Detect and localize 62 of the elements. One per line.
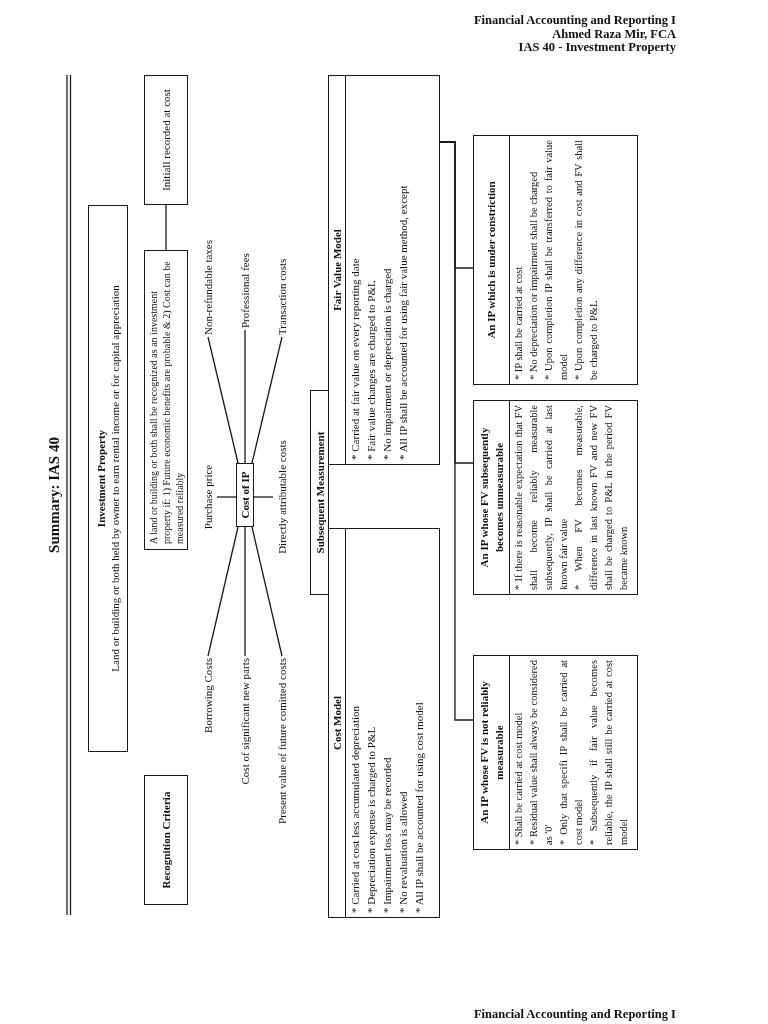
panel-heading: An IP whose FV subsequently becomes unmeasurable bbox=[476, 426, 506, 570]
bullet-text: * All IP shall be accounted for using cost model bbox=[412, 701, 426, 913]
box-text: Land or building or both held by owner to earn rental income or for capital appreciation bbox=[108, 285, 122, 672]
panel-heading: An IP which is under constriction bbox=[484, 181, 498, 339]
cost-item-label: Transaction costs bbox=[274, 258, 290, 335]
box-text: Cost of IP bbox=[238, 471, 252, 519]
header-text: Financial Accounting and Reporting I bbox=[473, 1008, 676, 1022]
model-panel bbox=[473, 655, 638, 850]
cost-item-label: Non-refundable taxes bbox=[200, 240, 216, 335]
page-title: Summary: IAS 40 bbox=[45, 437, 63, 553]
bullet-text: * Upon completion any difference in cost and FV shall be charged to P&L bbox=[572, 140, 600, 380]
process-box bbox=[144, 775, 188, 905]
model-panel bbox=[328, 528, 440, 918]
connector-line bbox=[439, 141, 474, 269]
header-text: Ahmed Raza Mir, FCA bbox=[552, 27, 676, 41]
bullet-text: * Only that specifi IP shall be carried at cost model bbox=[557, 660, 585, 845]
model-panel bbox=[473, 135, 638, 385]
connector-line bbox=[251, 336, 283, 464]
cost-item-label: Directly attributable costs bbox=[274, 440, 290, 554]
process-box bbox=[144, 75, 188, 205]
box-text: Subsequent Measurement bbox=[312, 431, 327, 554]
panel-heading: An IP whose FV is not reliably measurable bbox=[476, 680, 506, 826]
bullet-text: * Residual value shall always be considered as '0' bbox=[527, 660, 555, 845]
cost-item-label: Professional fees bbox=[237, 253, 253, 328]
cost-item-label: Purchase price bbox=[200, 464, 216, 530]
bullet-text: * IP shall be carried at cost bbox=[512, 265, 525, 380]
model-panel bbox=[473, 400, 638, 595]
panel-heading: Cost Model bbox=[329, 695, 344, 751]
connector-line bbox=[207, 336, 239, 464]
bullet-text: * Depreciation expense is charged to P&L bbox=[364, 725, 378, 913]
connector-line bbox=[207, 526, 239, 657]
box-text: Initiall recorded at cost bbox=[159, 89, 173, 191]
connector-line bbox=[244, 329, 246, 464]
bullet-text: * No depreciation or impairment shall be charged bbox=[527, 170, 540, 380]
header-text: Financial Accounting and Reporting I bbox=[473, 14, 676, 28]
connector-line bbox=[216, 496, 237, 498]
bullet-text: * Impairment loss may be recorded bbox=[380, 756, 394, 913]
bullet-text: * No impairment or depreciation is charged bbox=[380, 267, 394, 460]
bullet-text: * Shall be carried at cost model bbox=[512, 711, 525, 845]
bullet-text: * No revaluation is allowed bbox=[396, 790, 410, 913]
connector-line bbox=[251, 526, 283, 657]
connector-line bbox=[244, 526, 246, 657]
bullet-text: * Carried at cost less accumulated depreciation bbox=[348, 704, 362, 913]
connector-line bbox=[165, 204, 167, 251]
bullet-text: * Fair value changes are charged to P&L bbox=[364, 279, 378, 460]
panel-heading: Fair Value Model bbox=[329, 229, 344, 311]
box-text: A land or building or both shall be recognized as an investment property if: 1) Future economic benefits are probable & 2) Cost can be measured reliably bbox=[146, 260, 186, 544]
bullet-text: * All IP shall be accounted for using fair value method, except bbox=[396, 184, 410, 460]
bullet-text: * Carried at fair value on every reporting date bbox=[348, 257, 362, 460]
cost-item-label: Borrowing Costs bbox=[200, 658, 216, 733]
header-text: IAS 40 - Investment Property bbox=[518, 41, 676, 55]
bullet-text: * Subsequently if fair value becomes reliable, the IP shall still be carried at cost model bbox=[587, 660, 630, 845]
box-heading: Investment Property bbox=[94, 429, 108, 528]
connector-line bbox=[253, 496, 274, 498]
cost-item-label: Present value of future comitted costs bbox=[274, 658, 290, 824]
definition-box bbox=[88, 205, 128, 752]
model-panel bbox=[328, 75, 440, 465]
cost-item-label: Cost of significant new parts bbox=[237, 658, 253, 785]
process-box bbox=[310, 390, 329, 595]
process-box bbox=[236, 463, 254, 527]
bullet-text: * If there is reasonable expectation that FV shall become reliably measurable subsequently, IP shall be carried at last known fair value bbox=[512, 405, 570, 590]
box-text: Recognition Criteria bbox=[159, 791, 173, 889]
